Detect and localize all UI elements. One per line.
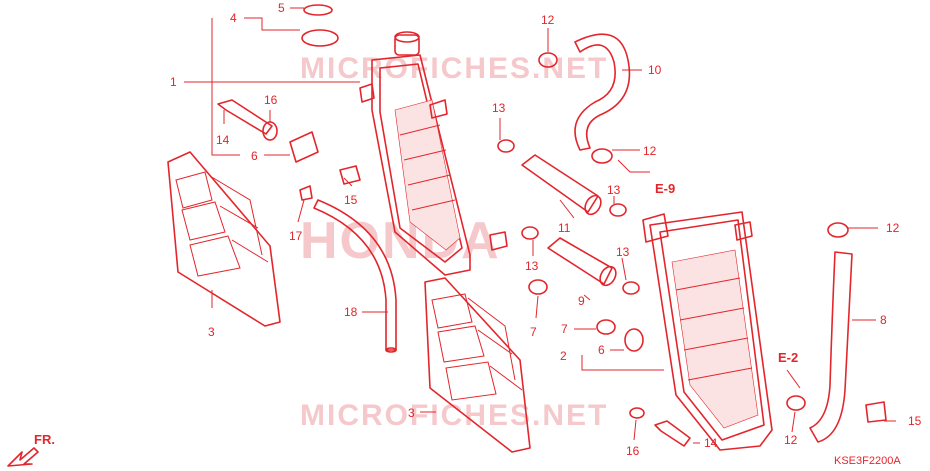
callout-13-b: 13 <box>607 183 621 197</box>
callout-16-right: 16 <box>626 444 640 458</box>
callout-2: 2 <box>560 349 567 363</box>
watermark-top: MICROFICHES.NET <box>300 52 608 85</box>
callout-6-left: 6 <box>251 149 258 163</box>
left-radiator <box>359 31 508 276</box>
callout-1: 1 <box>170 75 177 89</box>
callout-13-a: 13 <box>492 101 506 115</box>
callout-13-d: 13 <box>616 245 630 259</box>
lower-radiator-shroud <box>424 277 531 453</box>
front-arrow: FR. <box>7 432 55 467</box>
ref-e2: E-2 <box>778 350 798 365</box>
callout-12-b: 12 <box>643 144 657 158</box>
callout-11: 11 <box>558 221 571 235</box>
callout-5: 5 <box>278 1 285 15</box>
bolt-14-right <box>654 420 691 447</box>
clip-15-right <box>865 401 887 423</box>
watermark-bottom: MICROFICHES.NET <box>300 399 608 432</box>
callout-7-left: 7 <box>530 325 537 339</box>
ref-e9: E-9 <box>655 181 675 196</box>
hose-clamp-12-d <box>786 395 806 411</box>
radiator-cap <box>301 29 339 47</box>
hose-clamp-13-c <box>521 226 539 240</box>
water-pipe-9 <box>547 237 613 285</box>
collar-7-right <box>596 319 616 335</box>
bolt-14-left <box>217 99 273 135</box>
callout-15-right: 15 <box>908 414 922 428</box>
hose-clamp-12-b <box>591 148 613 164</box>
upper-radiator-hose <box>574 33 631 151</box>
collar-7-left <box>528 279 548 295</box>
hose-clamp-13-a <box>497 139 515 153</box>
grommet-6-right <box>624 328 644 352</box>
left-radiator-shroud <box>167 151 281 327</box>
lower-radiator-hose <box>809 251 853 443</box>
callout-12-d: 12 <box>784 433 798 447</box>
washer-16-right <box>629 407 645 419</box>
hose-clamp-13-d <box>622 281 640 295</box>
hose-clamp-12-c <box>827 222 849 238</box>
callout-15-left: 15 <box>344 193 358 207</box>
leader-lines <box>184 7 896 444</box>
callout-9: 9 <box>578 294 585 308</box>
callout-8: 8 <box>880 313 887 327</box>
clip-15-left <box>339 165 361 185</box>
callout-17: 17 <box>289 229 303 243</box>
callout-12-c: 12 <box>886 221 900 235</box>
callout-6-right: 6 <box>598 343 605 357</box>
callout-14-right: 14 <box>704 436 718 450</box>
callout-10: 10 <box>648 63 662 77</box>
callout-12-a: 12 <box>541 13 555 27</box>
callout-18: 18 <box>344 305 358 319</box>
hose-clamp-12-a <box>538 52 558 68</box>
right-radiator <box>642 211 773 451</box>
callout-4: 4 <box>230 11 237 25</box>
callout-14-left: 14 <box>216 133 230 147</box>
callout-3-left: 3 <box>208 325 215 339</box>
diagram-code: KSE3F2200A <box>834 455 901 467</box>
callout-3-lower: 3 <box>408 406 415 420</box>
callout-16-left: 16 <box>264 93 278 107</box>
cap-gasket <box>303 4 333 16</box>
hose-clamp-13-b <box>609 203 627 217</box>
clip-17 <box>299 185 313 201</box>
front-label: FR. <box>34 432 55 447</box>
callout-13-c: 13 <box>525 259 539 273</box>
grommet-6-left <box>289 131 319 163</box>
callout-7-right: 7 <box>561 322 568 336</box>
